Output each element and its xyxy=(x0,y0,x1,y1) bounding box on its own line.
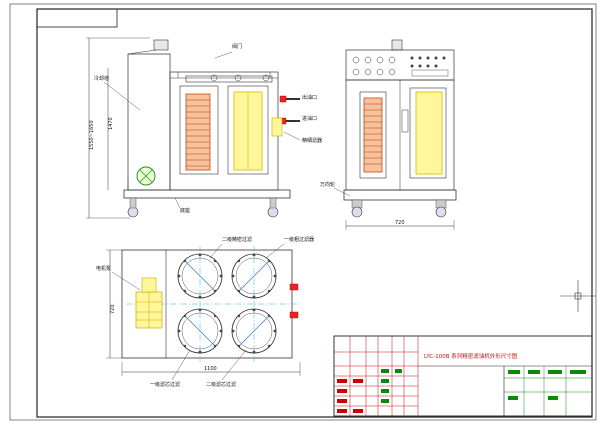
label-wheel: 万向轮 xyxy=(320,181,335,188)
panel-gauges xyxy=(352,56,396,76)
valve-outlet-1 xyxy=(279,95,287,103)
sheet-border-outer xyxy=(9,3,597,421)
label-base: 底座 xyxy=(180,207,190,214)
revision-cells-green xyxy=(381,369,402,403)
top-length-dim: 1100 xyxy=(204,366,217,372)
front-width-dim: 720 xyxy=(395,220,405,226)
side-base xyxy=(123,189,291,199)
revision-table xyxy=(334,336,419,416)
side-pump-cyl xyxy=(271,117,283,137)
label-outlet1: 出油口 xyxy=(302,94,317,101)
title-text: LYC-100B 系列精密滤油机外形尺寸图 xyxy=(424,352,518,360)
side-inner-height-dim: 1470 xyxy=(108,117,114,130)
front-view: 720 万向轮 xyxy=(320,39,457,230)
control-panel xyxy=(345,49,455,81)
top-valve-2 xyxy=(289,311,299,319)
label-filter2-top: 二级精密过滤 xyxy=(222,236,252,243)
top-view: 720 1100 电机泵 二级精密过滤 一级粗过滤器 一级滤芯过滤 二级滤芯过滤 xyxy=(96,236,314,388)
info-cells xyxy=(508,370,586,400)
sheet-border-inner xyxy=(36,8,593,418)
side-filter-right xyxy=(227,85,269,175)
top-motor xyxy=(135,277,163,329)
label-filter1-top: 一级粗过滤器 xyxy=(284,236,314,243)
label-valve: 阀门 xyxy=(232,43,242,50)
top-filters xyxy=(177,253,277,354)
title-block: LYC-100B 系列精密滤油机外形尺寸图 xyxy=(333,335,593,417)
side-wheels xyxy=(127,197,279,218)
label-tank: 冷却塔 xyxy=(94,75,109,82)
revision-cells xyxy=(337,379,363,413)
label-filter4-bottom: 二级滤芯过滤 xyxy=(206,381,236,388)
label-outlet2: 进油口 xyxy=(302,115,317,122)
corner-box xyxy=(36,8,118,28)
label-filter3-bottom: 一级滤芯过滤 xyxy=(150,381,180,388)
label-filter: 精细滤器 xyxy=(302,137,322,144)
front-wheels xyxy=(351,199,447,218)
side-view: 1550~1650 1470 xyxy=(86,37,322,219)
top-valve-1 xyxy=(289,283,299,291)
info-grid xyxy=(504,366,592,416)
tank-cap xyxy=(153,39,169,51)
top-width-dim: 720 xyxy=(110,304,116,314)
crosshair-icon xyxy=(560,280,596,312)
side-filter-left xyxy=(179,85,219,175)
label-motor: 电机泵 xyxy=(96,265,111,272)
panel-switches xyxy=(410,56,446,68)
side-height-dim: 1550~1650 xyxy=(89,120,95,150)
